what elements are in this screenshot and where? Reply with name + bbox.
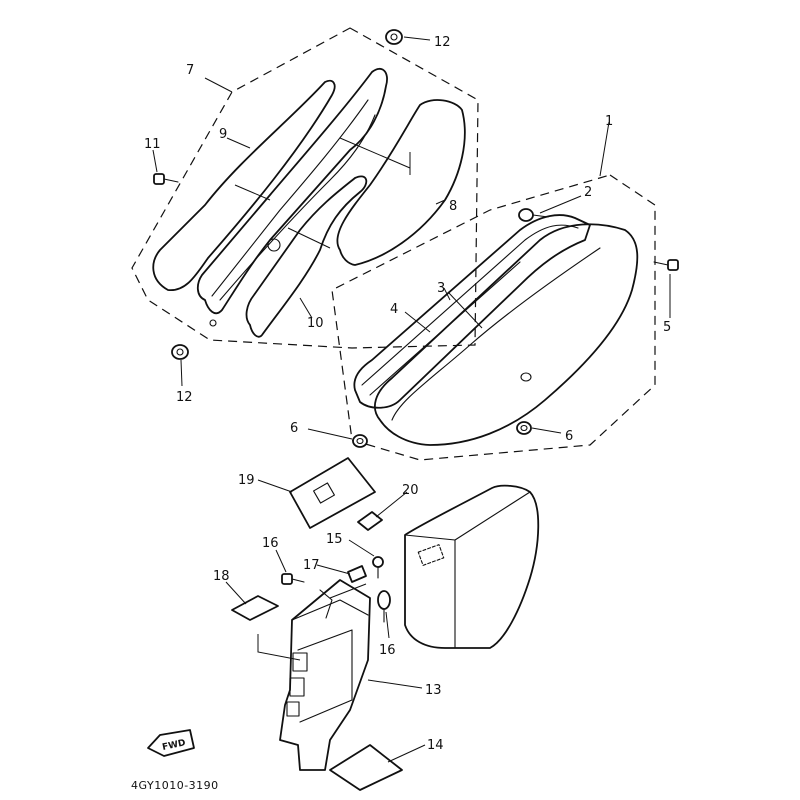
callout-2: 2 <box>584 185 592 200</box>
side-cover-3 <box>374 223 639 446</box>
grommet-12-top <box>385 29 403 45</box>
bolt-5 <box>653 259 679 271</box>
callout-3: 3 <box>437 281 445 296</box>
callout-4: 4 <box>390 302 398 317</box>
side-cover-frame-4 <box>353 214 591 409</box>
grommet-6-right <box>516 421 532 435</box>
callout-9: 9 <box>219 127 227 142</box>
grommet-6-left <box>352 434 368 448</box>
callout-18: 18 <box>213 569 230 584</box>
callout-14: 14 <box>427 738 444 753</box>
assembly-outline-1 <box>331 174 656 461</box>
side-cover-10 <box>245 175 368 338</box>
callout-19: 19 <box>238 473 255 488</box>
callout-1: 1 <box>605 114 613 129</box>
screw-15 <box>372 556 384 579</box>
callout-labels: 1 2 3 4 5 6 6 7 8 9 10 11 12 12 13 14 15… <box>144 35 671 753</box>
fwd-label: FWD <box>161 738 186 753</box>
callout-10: 10 <box>307 316 324 331</box>
left-side-cover-assembly <box>131 27 479 360</box>
side-cover-frame <box>196 67 388 315</box>
callout-5: 5 <box>663 320 671 335</box>
pad-20 <box>357 511 383 531</box>
pad-14 <box>329 744 403 791</box>
callout-11: 11 <box>144 137 161 152</box>
box-cover <box>404 484 540 649</box>
callout-16-right: 16 <box>379 643 396 658</box>
assembly-outline-7 <box>131 27 479 349</box>
bolt-16-left <box>281 573 305 585</box>
bracket-13 <box>279 579 371 771</box>
clip-17 <box>347 565 367 583</box>
leader-lines <box>152 36 671 763</box>
callout-15: 15 <box>326 532 343 547</box>
callout-13: 13 <box>425 683 442 698</box>
lower-bracket-assembly <box>231 457 540 791</box>
fwd-arrow: FWD <box>147 729 195 757</box>
callout-17: 17 <box>303 558 320 573</box>
callout-16-left: 16 <box>262 536 279 551</box>
pad-19 <box>289 457 376 529</box>
callout-12-bottom: 12 <box>176 390 193 405</box>
side-cover-8 <box>336 99 466 266</box>
side-cover-9 <box>152 79 336 291</box>
bolt-2 <box>518 208 549 222</box>
callout-8: 8 <box>449 199 457 214</box>
pad-18 <box>231 595 279 621</box>
right-side-cover-assembly <box>331 174 679 461</box>
bolt-16-right <box>377 590 391 623</box>
callout-7: 7 <box>186 63 194 78</box>
drawing-code: 4GY1010-3190 <box>131 779 219 792</box>
grommet-12-bottom <box>171 344 189 360</box>
callout-12-top: 12 <box>434 35 451 50</box>
callout-20: 20 <box>402 483 419 498</box>
bolt-11 <box>153 173 179 185</box>
callout-6-left: 6 <box>290 421 298 436</box>
callout-6-right: 6 <box>565 429 573 444</box>
